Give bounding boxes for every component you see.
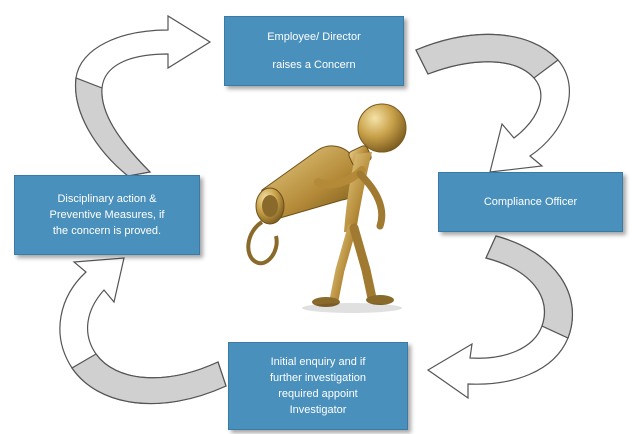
node-enquiry-line-1: Initial enquiry and if — [270, 356, 366, 368]
node-enquiry-line-2: further investigation — [270, 372, 366, 384]
node-disciplinary-line-1: Disciplinary action & — [57, 193, 157, 205]
node-compliance-line-1: Compliance Officer — [483, 196, 578, 208]
node-enquiry-line-3: required appoint — [278, 388, 358, 400]
whistle-figure-image — [246, 103, 407, 313]
cycle-arrow-top-left — [74, 14, 212, 177]
node-employee-line-2: raises a Concern — [272, 59, 356, 71]
node-enquiry-line-4: Investigator — [289, 404, 347, 416]
node-initial-enquiry: Initial enquiry and if further investiga… — [228, 342, 408, 430]
node-disciplinary-action: Disciplinary action & Preventive Measure… — [14, 175, 200, 255]
cycle-arrow-bottom-left — [59, 257, 227, 405]
node-compliance-officer: Compliance Officer — [438, 172, 623, 232]
node-disciplinary-line-2: Preventive Measures, if — [49, 209, 165, 221]
node-employee-raises-concern: Employee/ Director raises a Concern — [224, 16, 404, 86]
node-employee-line-1: Employee/ Director — [267, 31, 361, 43]
cycle-arrow-top-right — [415, 33, 571, 173]
cycle-arrow-bottom-right — [426, 235, 573, 400]
node-disciplinary-line-3: the concern is proved. — [52, 225, 162, 237]
